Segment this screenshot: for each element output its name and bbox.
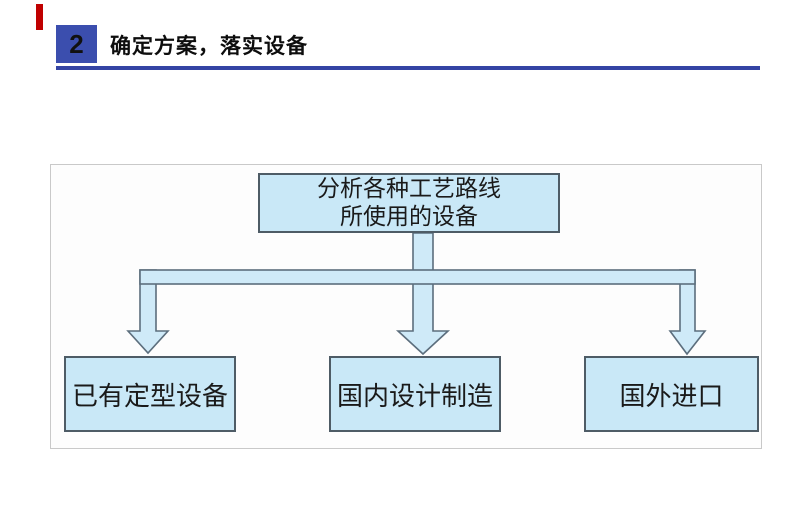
flowchart-box-foreign-import: 国外进口	[584, 356, 759, 432]
flowchart-container: 分析各种工艺路线 所使用的设备 已有定型设备 国内设计制造 国外进口	[50, 164, 762, 449]
section-number: 2	[69, 28, 84, 59]
distribution-bar	[139, 269, 696, 285]
down-arrow-center-icon	[395, 232, 451, 356]
box-label: 国外进口	[619, 381, 724, 411]
root-box-line2: 所使用的设备	[340, 204, 478, 229]
box-label: 已有定型设备	[71, 381, 228, 411]
header-underline	[56, 66, 760, 70]
connector-arrows	[126, 232, 707, 356]
flowchart-root-box: 分析各种工艺路线 所使用的设备	[258, 173, 560, 233]
flowchart-box-existing-equipment: 已有定型设备	[64, 356, 236, 432]
root-box-line1: 分析各种工艺路线	[317, 176, 501, 201]
red-accent-bar	[36, 4, 43, 30]
section-number-badge: 2	[56, 25, 97, 63]
box-label: 国内设计制造	[336, 381, 493, 411]
page-title: 确定方案，落实设备	[110, 35, 308, 58]
flowchart-box-domestic-design: 国内设计制造	[329, 356, 501, 432]
